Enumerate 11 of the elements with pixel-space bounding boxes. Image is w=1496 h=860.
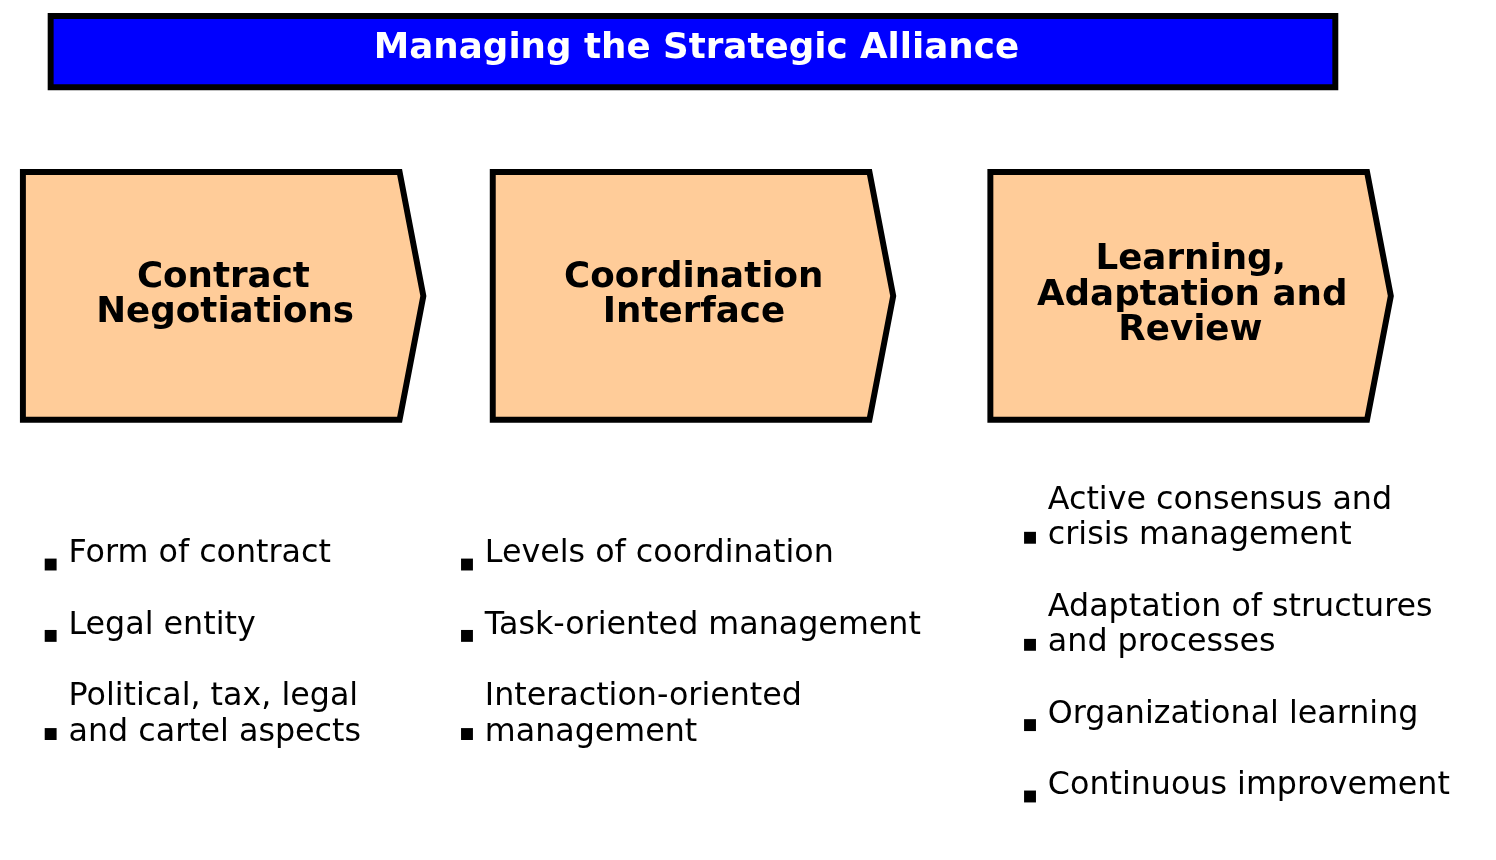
node-label: Political, tax, legal and cartel aspects xyxy=(68,675,361,748)
node-label: Form of contract xyxy=(68,533,331,570)
node-label: Legal entity xyxy=(68,604,256,641)
node-label: Interaction-oriented management xyxy=(484,675,802,748)
node-box: Managing the Strategic Alliance xyxy=(47,12,1338,91)
node-label: Continuous improvement xyxy=(1047,765,1450,802)
node-label: Active consensus and crisis management xyxy=(1047,479,1392,552)
node-label: Adaptation of structures and processes xyxy=(1047,586,1433,659)
node-label: Task-oriented management xyxy=(484,604,921,641)
node-label: Levels of coordination xyxy=(484,533,834,570)
node-label: Organizational learning xyxy=(1047,693,1418,730)
